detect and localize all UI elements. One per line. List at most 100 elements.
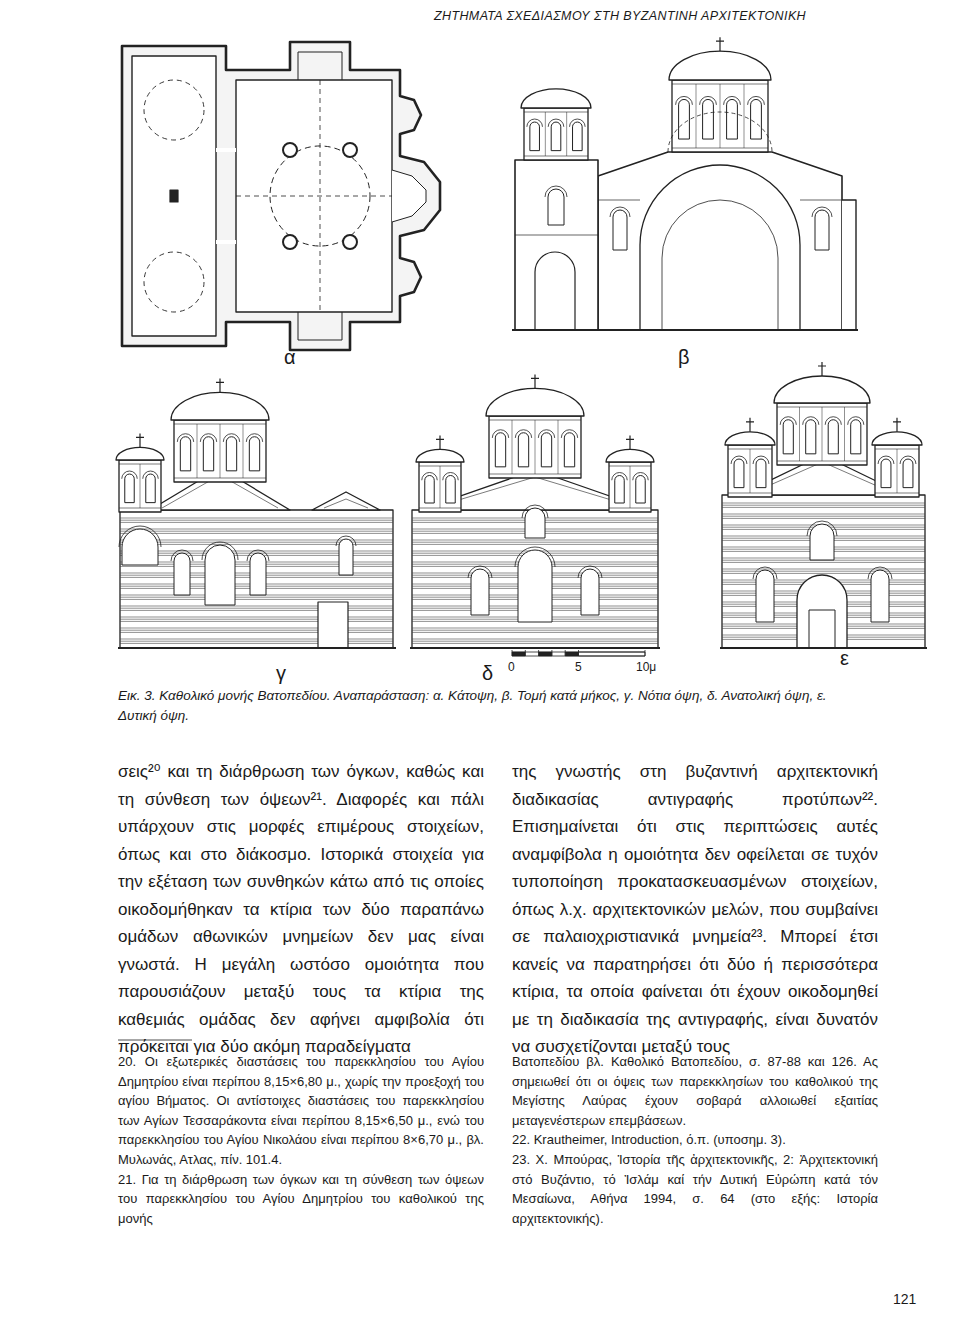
arch-hood [548, 119, 564, 127]
arch-hood [561, 430, 577, 438]
footnote: 23. Χ. Μπούρας, Ἱστορία τῆς ἀρχιτεκτονικ… [512, 1150, 878, 1228]
arch-hood [731, 456, 747, 464]
arched-window [679, 99, 690, 139]
arched-window [756, 570, 774, 622]
arched-window [174, 553, 190, 595]
arch-hood [803, 417, 819, 425]
arch-hood [200, 434, 216, 442]
drum-band [875, 449, 919, 493]
arch-hood [177, 434, 193, 442]
arched-window [581, 569, 599, 615]
arched-window [756, 459, 766, 488]
dome [521, 89, 591, 108]
arched-window [203, 437, 213, 471]
arch-hood [171, 550, 193, 561]
scale-segment [512, 652, 525, 656]
door [809, 610, 835, 648]
dome-outline [144, 80, 204, 140]
arch-hood [246, 434, 262, 442]
arch-hood [780, 417, 796, 425]
arch-hood [868, 567, 892, 579]
drum-pilaster [197, 424, 198, 478]
drum-band [419, 466, 461, 508]
arch-hood [545, 186, 567, 197]
dome-drum [777, 403, 867, 465]
scale-number: 10μ [636, 661, 656, 674]
pier [170, 190, 178, 202]
dome-drum [419, 462, 461, 512]
arched-window [810, 524, 834, 560]
column [283, 143, 297, 157]
drum-pilaster [744, 84, 745, 148]
scale-segment [579, 652, 646, 656]
dome-drum [174, 420, 266, 482]
arched-window [446, 476, 455, 504]
arch-hood [748, 96, 765, 104]
interior-arch [640, 165, 800, 330]
drum-band [672, 84, 768, 148]
portal [797, 575, 847, 648]
arch-hood [422, 472, 437, 480]
drum-pilaster [535, 420, 536, 474]
arched-window [615, 476, 624, 503]
drum-band [524, 112, 588, 156]
arched-window [903, 459, 913, 488]
drum-pilaster [750, 449, 751, 493]
interior-arch [662, 200, 778, 330]
longitudinal-section [512, 37, 858, 330]
arch-hood [610, 207, 630, 217]
dome [725, 432, 775, 445]
narthex [132, 56, 216, 336]
masonry-band [120, 518, 393, 643]
doorway [216, 150, 236, 242]
drum-pilaster [799, 407, 800, 461]
arch-hood [443, 472, 458, 480]
arched-window [205, 545, 235, 605]
column [343, 235, 357, 249]
arch-hood [336, 536, 356, 546]
facade-wall [120, 510, 393, 648]
arched-window [525, 508, 545, 538]
gable-cornice [324, 499, 368, 508]
dome-drum [119, 460, 161, 512]
arch-hood [724, 96, 741, 104]
drum-pilaster [696, 84, 697, 148]
drum-pilaster [220, 424, 221, 478]
cross [818, 362, 826, 376]
scale-segment [565, 652, 578, 656]
arched-window [783, 420, 793, 454]
drum-pilaster [897, 449, 898, 493]
view-letter: δ [482, 662, 493, 684]
arched-window [564, 433, 574, 467]
arched-window [250, 553, 266, 595]
vault-axis [236, 80, 392, 312]
dome-drum [609, 462, 651, 512]
arch-hood [570, 119, 586, 127]
arch-hood [247, 550, 269, 561]
view-letter: ε [840, 647, 849, 669]
arch-hood [202, 542, 238, 560]
ground-line [720, 647, 927, 649]
arched-window [703, 99, 714, 139]
arched-window [751, 99, 762, 139]
drum-pilaster [720, 84, 721, 148]
east-elevation [410, 374, 660, 648]
arched-window [471, 569, 489, 615]
dome [416, 449, 464, 462]
body-text: σεις²⁰ και τη διάρθρωση των όγκων, καθώς… [118, 758, 484, 1061]
cross [136, 433, 144, 447]
scale-ticks [512, 650, 645, 656]
arch-hood [848, 417, 864, 425]
arch-hood [878, 456, 894, 464]
drum-band [777, 407, 867, 461]
arched-window [815, 210, 829, 250]
arched-window [613, 210, 627, 250]
view-letter: α [284, 346, 296, 368]
drum-pilaster [140, 464, 141, 508]
dome [606, 449, 654, 462]
arch-hood [753, 567, 777, 579]
arch-hood [900, 456, 916, 464]
arch-hood [633, 473, 648, 481]
drum-pilaster [440, 466, 441, 508]
